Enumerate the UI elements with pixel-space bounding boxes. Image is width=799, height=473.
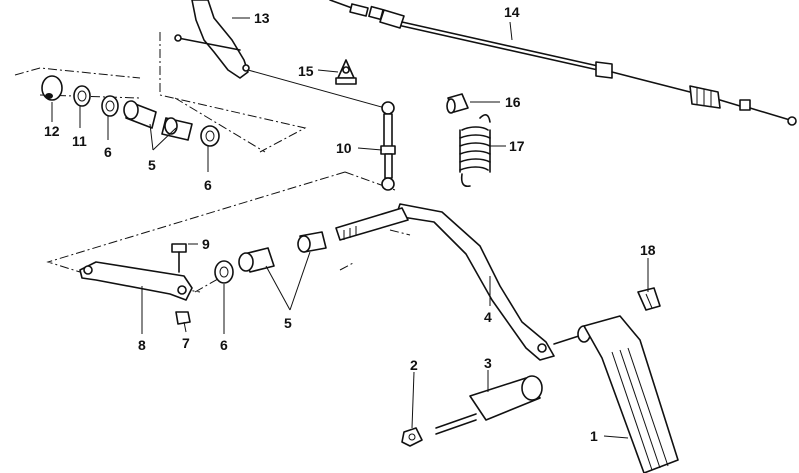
callout-18: 18: [640, 242, 656, 258]
return-spring-part-17: [459, 114, 491, 188]
callout-4: 4: [484, 309, 492, 325]
assembly-outline-upper: [14, 32, 307, 153]
leader-lines: [51, 17, 649, 439]
lower-lever-part-8: [79, 261, 193, 301]
bushing-part-5-upper: [123, 100, 193, 141]
upper-bracket-part-13: [174, 0, 250, 79]
callout-11: 11: [72, 133, 87, 149]
callout-12: 12: [44, 123, 60, 139]
callout-6-upper-right: 6: [204, 177, 212, 193]
pedal-pad-part-1: [583, 315, 679, 473]
callout-5-upper: 5: [148, 157, 156, 173]
connecting-rod: [247, 69, 386, 109]
callout-8: 8: [138, 337, 146, 353]
washer-part-6-upper-right: [200, 125, 220, 147]
callout-14: 14: [504, 4, 520, 20]
callout-1: 1: [590, 428, 598, 444]
washer-part-6-upper-left: [101, 95, 119, 117]
callout-10: 10: [336, 140, 352, 156]
pedal-lever-part-4: [335, 203, 591, 361]
callout-17: 17: [509, 138, 525, 154]
callout-6-lower: 6: [220, 337, 228, 353]
callout-15: 15: [298, 63, 314, 79]
pedal-stop-part-3: [435, 375, 543, 435]
callout-16: 16: [505, 94, 521, 110]
callout-5-lower: 5: [284, 315, 292, 331]
bolt-part-9: [171, 243, 187, 273]
callout-9: 9: [202, 236, 210, 252]
throttle-cable-part-14: [329, 0, 797, 126]
bushing-part-16: [446, 93, 469, 114]
callout-labels: 13 14 15 16 17 10 12 11 6 5 6 9 8 7 6 5 …: [44, 4, 656, 444]
ball-joint-link-part-10: [380, 101, 396, 191]
washer-part-6-lower: [214, 260, 234, 284]
nut-part-2: [401, 427, 423, 447]
circlip-part-11: [73, 85, 91, 107]
callout-6-upper-left: 6: [104, 144, 112, 160]
nut-part-7: [175, 311, 191, 325]
callout-2: 2: [410, 357, 418, 373]
callout-13: 13: [254, 10, 270, 26]
bushing-part-5-lower: [238, 231, 327, 273]
callout-7: 7: [182, 335, 190, 351]
washer-part-12: [41, 75, 63, 101]
callout-3: 3: [484, 355, 492, 371]
clip-part-18: [637, 287, 661, 311]
clip-part-15: [335, 59, 357, 85]
